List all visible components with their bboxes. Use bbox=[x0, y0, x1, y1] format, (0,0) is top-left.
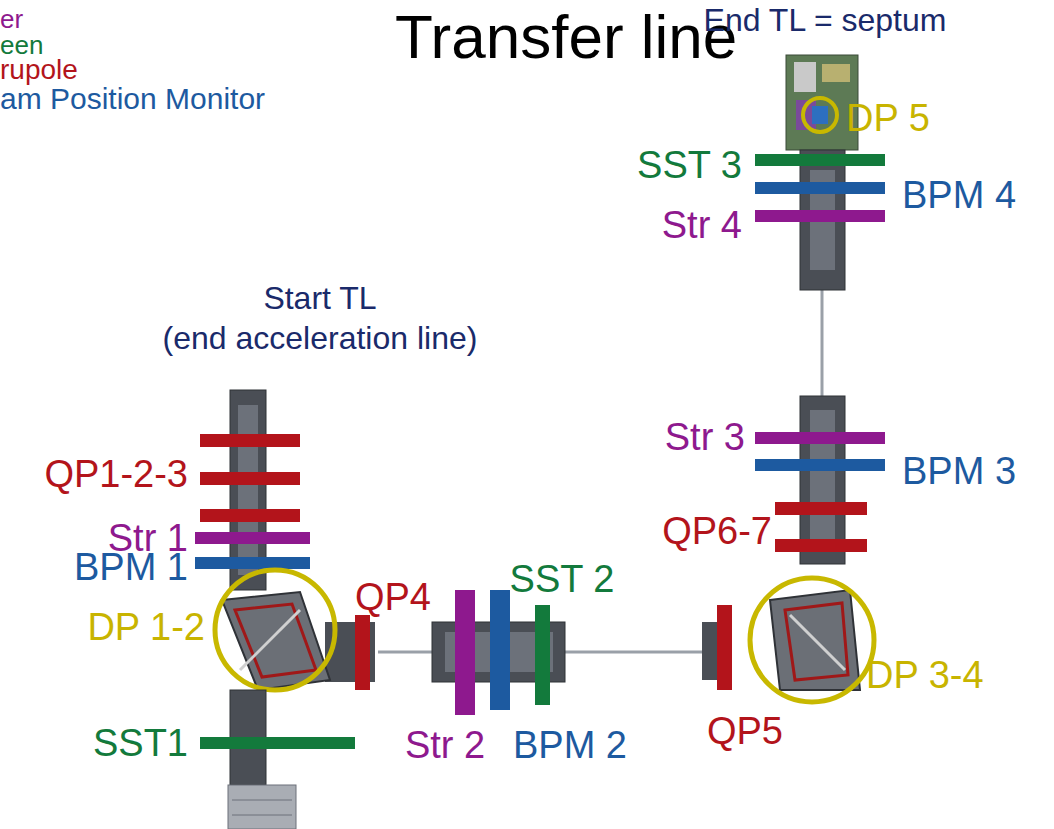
component-label: SST 2 bbox=[510, 560, 615, 598]
legend-entry: er bbox=[0, 6, 23, 32]
legend-entry: rupole bbox=[0, 56, 78, 84]
diagram-title: Transfer line bbox=[395, 6, 737, 68]
component-label: QP6-7 bbox=[662, 512, 772, 550]
component-label: Str 2 bbox=[405, 726, 485, 764]
legend-text: rupole bbox=[0, 54, 78, 85]
component-label: QP4 bbox=[355, 578, 431, 616]
component-label: QP5 bbox=[707, 712, 783, 750]
component-label: BPM 1 bbox=[74, 548, 188, 586]
legend-text: er bbox=[0, 4, 23, 34]
component-label: DP 5 bbox=[846, 99, 930, 137]
legend-text: am Position Monitor bbox=[0, 82, 265, 115]
component-label: BPM 3 bbox=[902, 452, 1016, 490]
component-label: End TL = septum bbox=[704, 4, 947, 36]
component-label: SST 3 bbox=[637, 146, 742, 184]
component-label: BPM 4 bbox=[902, 176, 1016, 214]
component-label: (end acceleration line) bbox=[163, 322, 478, 354]
component-label: DP 3-4 bbox=[866, 656, 984, 694]
component-label: Start TL bbox=[263, 282, 376, 314]
component-label: QP1-2-3 bbox=[44, 455, 188, 493]
component-label: DP 1-2 bbox=[87, 608, 205, 646]
legend-entry: am Position Monitor bbox=[0, 84, 265, 114]
component-label: BPM 2 bbox=[513, 726, 627, 764]
component-label: Str 3 bbox=[665, 418, 745, 456]
component-label: SST1 bbox=[93, 724, 188, 762]
component-label: Str 4 bbox=[662, 206, 742, 244]
